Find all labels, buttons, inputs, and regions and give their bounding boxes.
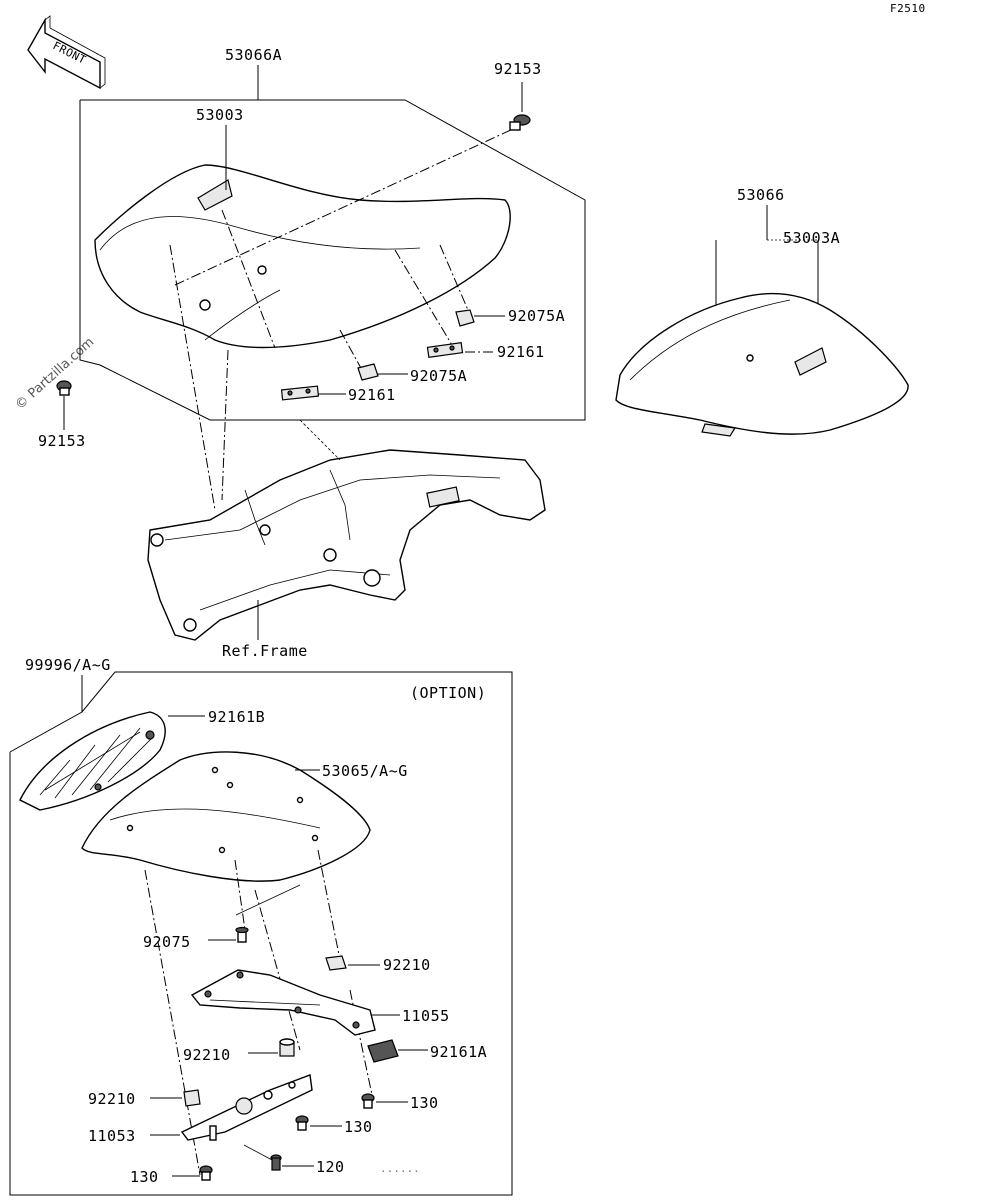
seat-cover-99996[interactable] (19, 711, 166, 811)
bolt-130-c[interactable] (199, 1165, 213, 1181)
label-92161A: 92161A (430, 1043, 487, 1061)
label-92075A-2: 92075A (410, 367, 467, 385)
footnote: ...... (380, 1162, 420, 1175)
label-92153-top: 92153 (494, 60, 542, 78)
damper-92075A-2[interactable] (357, 363, 379, 381)
bracket-11055[interactable] (190, 969, 376, 1036)
nut-92210-a[interactable] (325, 955, 347, 971)
rear-seat-53066[interactable] (615, 292, 909, 437)
label-11055: 11055 (402, 1007, 450, 1025)
label-120: 120 (316, 1158, 345, 1176)
rear-seat-group: 53066 53003A (615, 186, 909, 437)
label-53066A: 53066A (225, 46, 282, 64)
option-group: 99996/A~G (OPTION) 92161B 53065/A~G (9, 656, 513, 1196)
bolt-120[interactable] (270, 1154, 282, 1171)
label-130-a: 130 (410, 1094, 439, 1112)
damper-92075A-1[interactable] (455, 309, 475, 327)
damper-92161A[interactable] (367, 1039, 399, 1063)
bolt-92153-top[interactable] (509, 114, 531, 131)
nut-92210-b[interactable] (279, 1038, 295, 1057)
label-99996: 99996/A~G (25, 656, 111, 674)
label-53003A: 53003A (783, 229, 840, 247)
front-arrow-icon: FRONT (27, 15, 106, 90)
frame: Ref.Frame (147, 419, 546, 660)
label-130-b: 130 (344, 1118, 373, 1136)
main-seat-group: 53066A 53003 92153 92 (38, 46, 586, 511)
bolt-130-a[interactable] (361, 1093, 375, 1109)
label-92161-2: 92161 (348, 386, 396, 404)
label-92075: 92075 (143, 933, 191, 951)
label-130-c: 130 (130, 1168, 159, 1186)
label-92161-1: 92161 (497, 343, 545, 361)
label-92161B: 92161B (208, 708, 265, 726)
label-92153-left: 92153 (38, 432, 86, 450)
watermark: © Partzilla.com (13, 335, 98, 413)
label-92210-c: 92210 (88, 1090, 136, 1108)
damper-92161-1[interactable] (426, 342, 464, 358)
label-53065: 53065/A~G (322, 762, 408, 780)
label-11053: 11053 (88, 1127, 136, 1145)
option-seat-53065[interactable] (81, 751, 371, 882)
main-seat-53003[interactable] (94, 164, 511, 349)
damper-92161-2[interactable] (280, 385, 320, 401)
label-53066: 53066 (737, 186, 785, 204)
option-label: (OPTION) (410, 684, 486, 702)
screw-92075[interactable] (235, 926, 249, 943)
figure-code: F2510 (890, 2, 926, 15)
label-53003: 53003 (196, 106, 244, 124)
label-92075A-1: 92075A (508, 307, 565, 325)
label-92210-b: 92210 (183, 1046, 231, 1064)
label-ref-frame: Ref.Frame (222, 642, 308, 660)
nut-92210-c[interactable] (183, 1089, 201, 1107)
bolt-92153-left[interactable] (56, 380, 72, 396)
plate-11053[interactable] (180, 1074, 313, 1141)
label-92210-a: 92210 (383, 956, 431, 974)
bolt-130-b[interactable] (295, 1115, 309, 1131)
